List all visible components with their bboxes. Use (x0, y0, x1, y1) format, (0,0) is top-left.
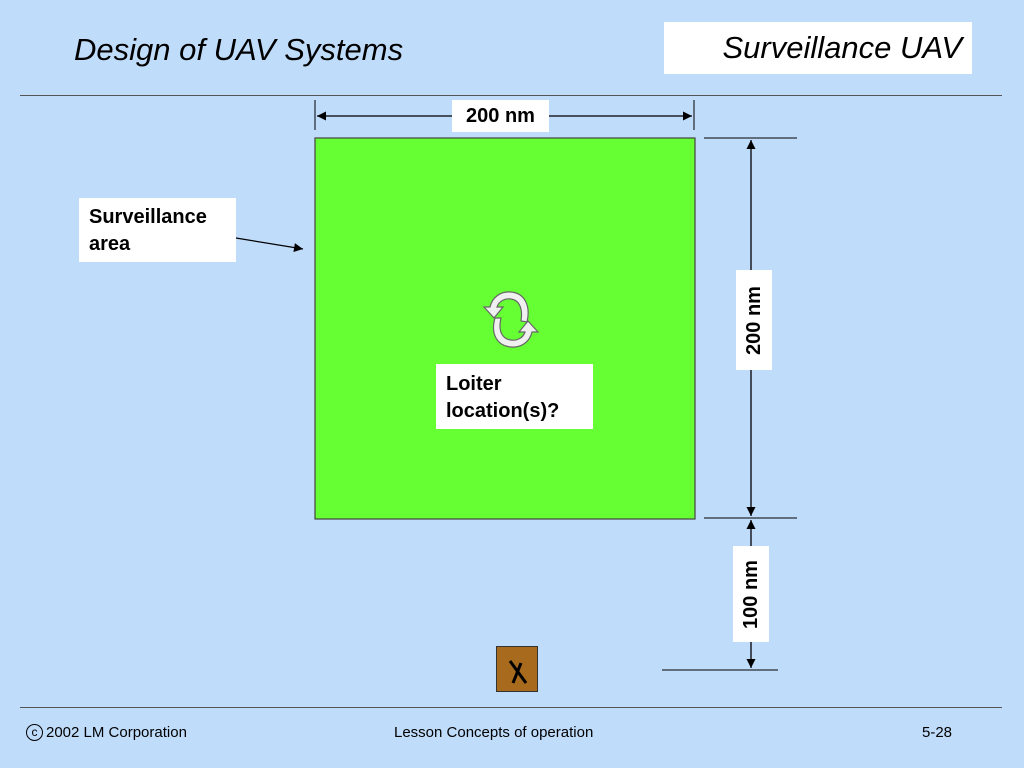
height-dimension-text: 200 nm (742, 285, 765, 355)
loiter-label-line2: location(s)? (446, 400, 560, 422)
height-dimension-label: 200 nm (736, 270, 772, 370)
standoff-dimension-text: 100 nm (739, 559, 762, 629)
footer-lesson: Lesson Concepts of operation (394, 724, 594, 741)
footer-divider (20, 707, 1002, 708)
copyright-text: 2002 LM Corporation (46, 724, 187, 741)
aircraft-icon (508, 660, 528, 684)
width-dimension-label: 200 nm (452, 100, 549, 132)
header-divider (20, 95, 1002, 96)
slide-subtitle: Surveillance UAV (722, 30, 962, 65)
loiter-label-line1: Loiter (446, 373, 502, 395)
circular-arrows-icon (482, 291, 540, 348)
loiter-label: Loiter location(s)? (436, 364, 593, 429)
subtitle-box: Surveillance UAV (664, 22, 972, 74)
width-dimension-text: 200 nm (466, 104, 535, 127)
surveillance-area (314, 137, 696, 520)
uav-marker (496, 646, 538, 692)
footer-page-number: 5-28 (922, 724, 953, 741)
surveillance-area-label: Surveillance area (79, 198, 236, 262)
surveillance-area-label-line2: area (89, 233, 131, 255)
standoff-dimension-label: 100 nm (733, 546, 769, 642)
surveillance-area-label-line1: Surveillance (89, 206, 207, 228)
area-label-pointer (235, 237, 304, 252)
slide-title: Design of UAV Systems (74, 32, 404, 67)
copyright-icon: c (26, 724, 43, 741)
